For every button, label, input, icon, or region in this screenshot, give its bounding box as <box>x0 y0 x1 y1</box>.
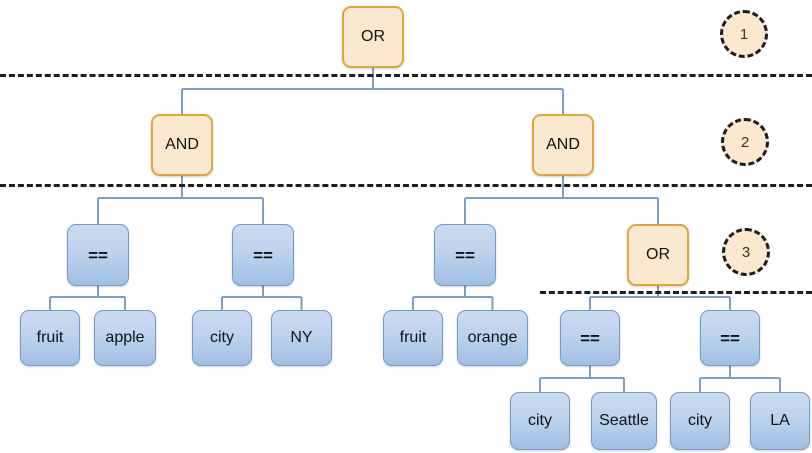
tree-node-operator-n6[interactable]: OR <box>627 224 689 286</box>
tree-node-value-n18[interactable]: LA <box>750 392 810 450</box>
tree-node-label: == <box>253 245 273 265</box>
tree-node-operator-n2[interactable]: AND <box>532 114 594 176</box>
level-badge-label: 2 <box>740 133 750 151</box>
tree-node-value-n7[interactable]: fruit <box>20 310 80 366</box>
level-badge-2: 2 <box>721 118 769 166</box>
tree-node-value-n12[interactable]: orange <box>457 310 528 366</box>
tree-node-label: fruit <box>36 329 64 346</box>
tree-node-label: LA <box>770 412 790 429</box>
tree-node-value-n11[interactable]: fruit <box>383 310 443 366</box>
tree-node-label: == <box>88 245 108 265</box>
level-divider-3 <box>540 291 812 294</box>
tree-node-value-n17[interactable]: city <box>670 392 730 450</box>
tree-node-comparison-n5[interactable]: == <box>434 224 496 286</box>
tree-node-label: == <box>720 328 740 348</box>
tree-node-label: fruit <box>399 329 427 346</box>
tree-node-value-n15[interactable]: city <box>510 392 570 450</box>
level-badge-label: 1 <box>739 25 749 43</box>
tree-node-label: OR <box>361 28 385 45</box>
tree-node-comparison-n3[interactable]: == <box>67 224 129 286</box>
tree-node-label: city <box>688 412 712 429</box>
tree-node-label: apple <box>105 329 145 346</box>
level-badge-label: 3 <box>741 243 751 261</box>
tree-node-label: AND <box>165 136 199 153</box>
tree-node-label: == <box>580 328 600 348</box>
level-badge-3: 3 <box>722 228 770 276</box>
tree-node-label: Seattle <box>599 412 649 429</box>
tree-node-value-n8[interactable]: apple <box>94 310 156 366</box>
tree-node-label: AND <box>546 136 580 153</box>
tree-node-label: == <box>455 245 475 265</box>
tree-node-label: NY <box>290 329 313 346</box>
tree-node-label: city <box>210 329 234 346</box>
tree-node-value-n10[interactable]: NY <box>271 310 332 366</box>
tree-node-operator-n1[interactable]: AND <box>151 114 213 176</box>
tree-node-comparison-n4[interactable]: == <box>232 224 294 286</box>
tree-node-comparison-n14[interactable]: == <box>700 310 760 366</box>
level-divider-2 <box>0 184 812 187</box>
level-divider-1 <box>0 74 812 77</box>
tree-node-label: city <box>528 412 552 429</box>
tree-node-value-n16[interactable]: Seattle <box>591 392 657 450</box>
tree-node-comparison-n13[interactable]: == <box>560 310 620 366</box>
tree-node-label: OR <box>646 246 670 263</box>
tree-node-operator-n0[interactable]: OR <box>342 6 404 68</box>
level-badge-1: 1 <box>720 10 768 58</box>
tree-node-value-n9[interactable]: city <box>192 310 252 366</box>
tree-node-label: orange <box>467 329 518 346</box>
